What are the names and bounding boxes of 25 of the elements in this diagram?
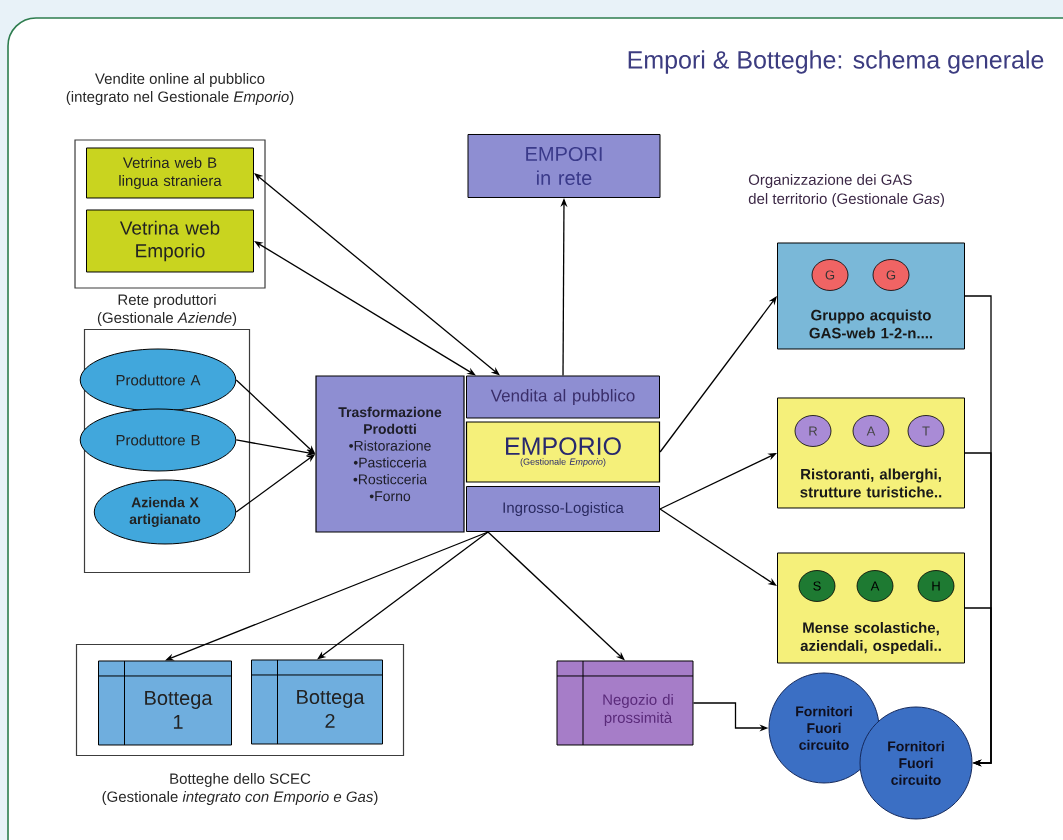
section-box: Vendita al pubblico <box>466 375 660 419</box>
showcase-box: Vetrina web Emporio <box>86 209 254 273</box>
shop-box: Bottega 1 <box>98 660 232 746</box>
section-heading: del territorio (Gestionale Gas) <box>748 193 944 207</box>
title: Empori & Botteghe: schema generale <box>628 50 1044 74</box>
showcase-box: Vetrina web B lingua straniera <box>86 147 254 199</box>
process-box: Trasformazione Prodotti •Ristorazione •Pasticceria •Rosticceria •Forno <box>315 375 465 533</box>
section-heading: Organizzazione dei GAS <box>748 174 912 188</box>
arrow <box>659 508 777 586</box>
shop-box: Negozio di prossimità <box>556 660 694 746</box>
node-label: (Gestionale Aziende) <box>97 312 237 326</box>
node-label: Botteghe dello SCEC <box>170 772 311 787</box>
arrow <box>659 296 777 453</box>
network-box: EMPORI in rete <box>467 134 661 198</box>
node-label: (integrato nel Gestionale Emporio) <box>66 91 294 105</box>
arrow <box>659 453 777 510</box>
section-box: Ingrosso-Logistica <box>466 486 660 532</box>
arrow <box>964 607 992 767</box>
node-label: Vendite online al pubblico <box>95 73 265 87</box>
node-label: Rete produttori <box>118 294 216 308</box>
node-label: (Gestionale integrato con Emporio e Gas) <box>102 790 378 805</box>
arrow <box>317 531 489 660</box>
shop-box: Bottega 2 <box>251 659 383 745</box>
store-box: EMPORIO (Gestionale Emporio) <box>465 421 661 483</box>
arrow <box>254 241 476 376</box>
